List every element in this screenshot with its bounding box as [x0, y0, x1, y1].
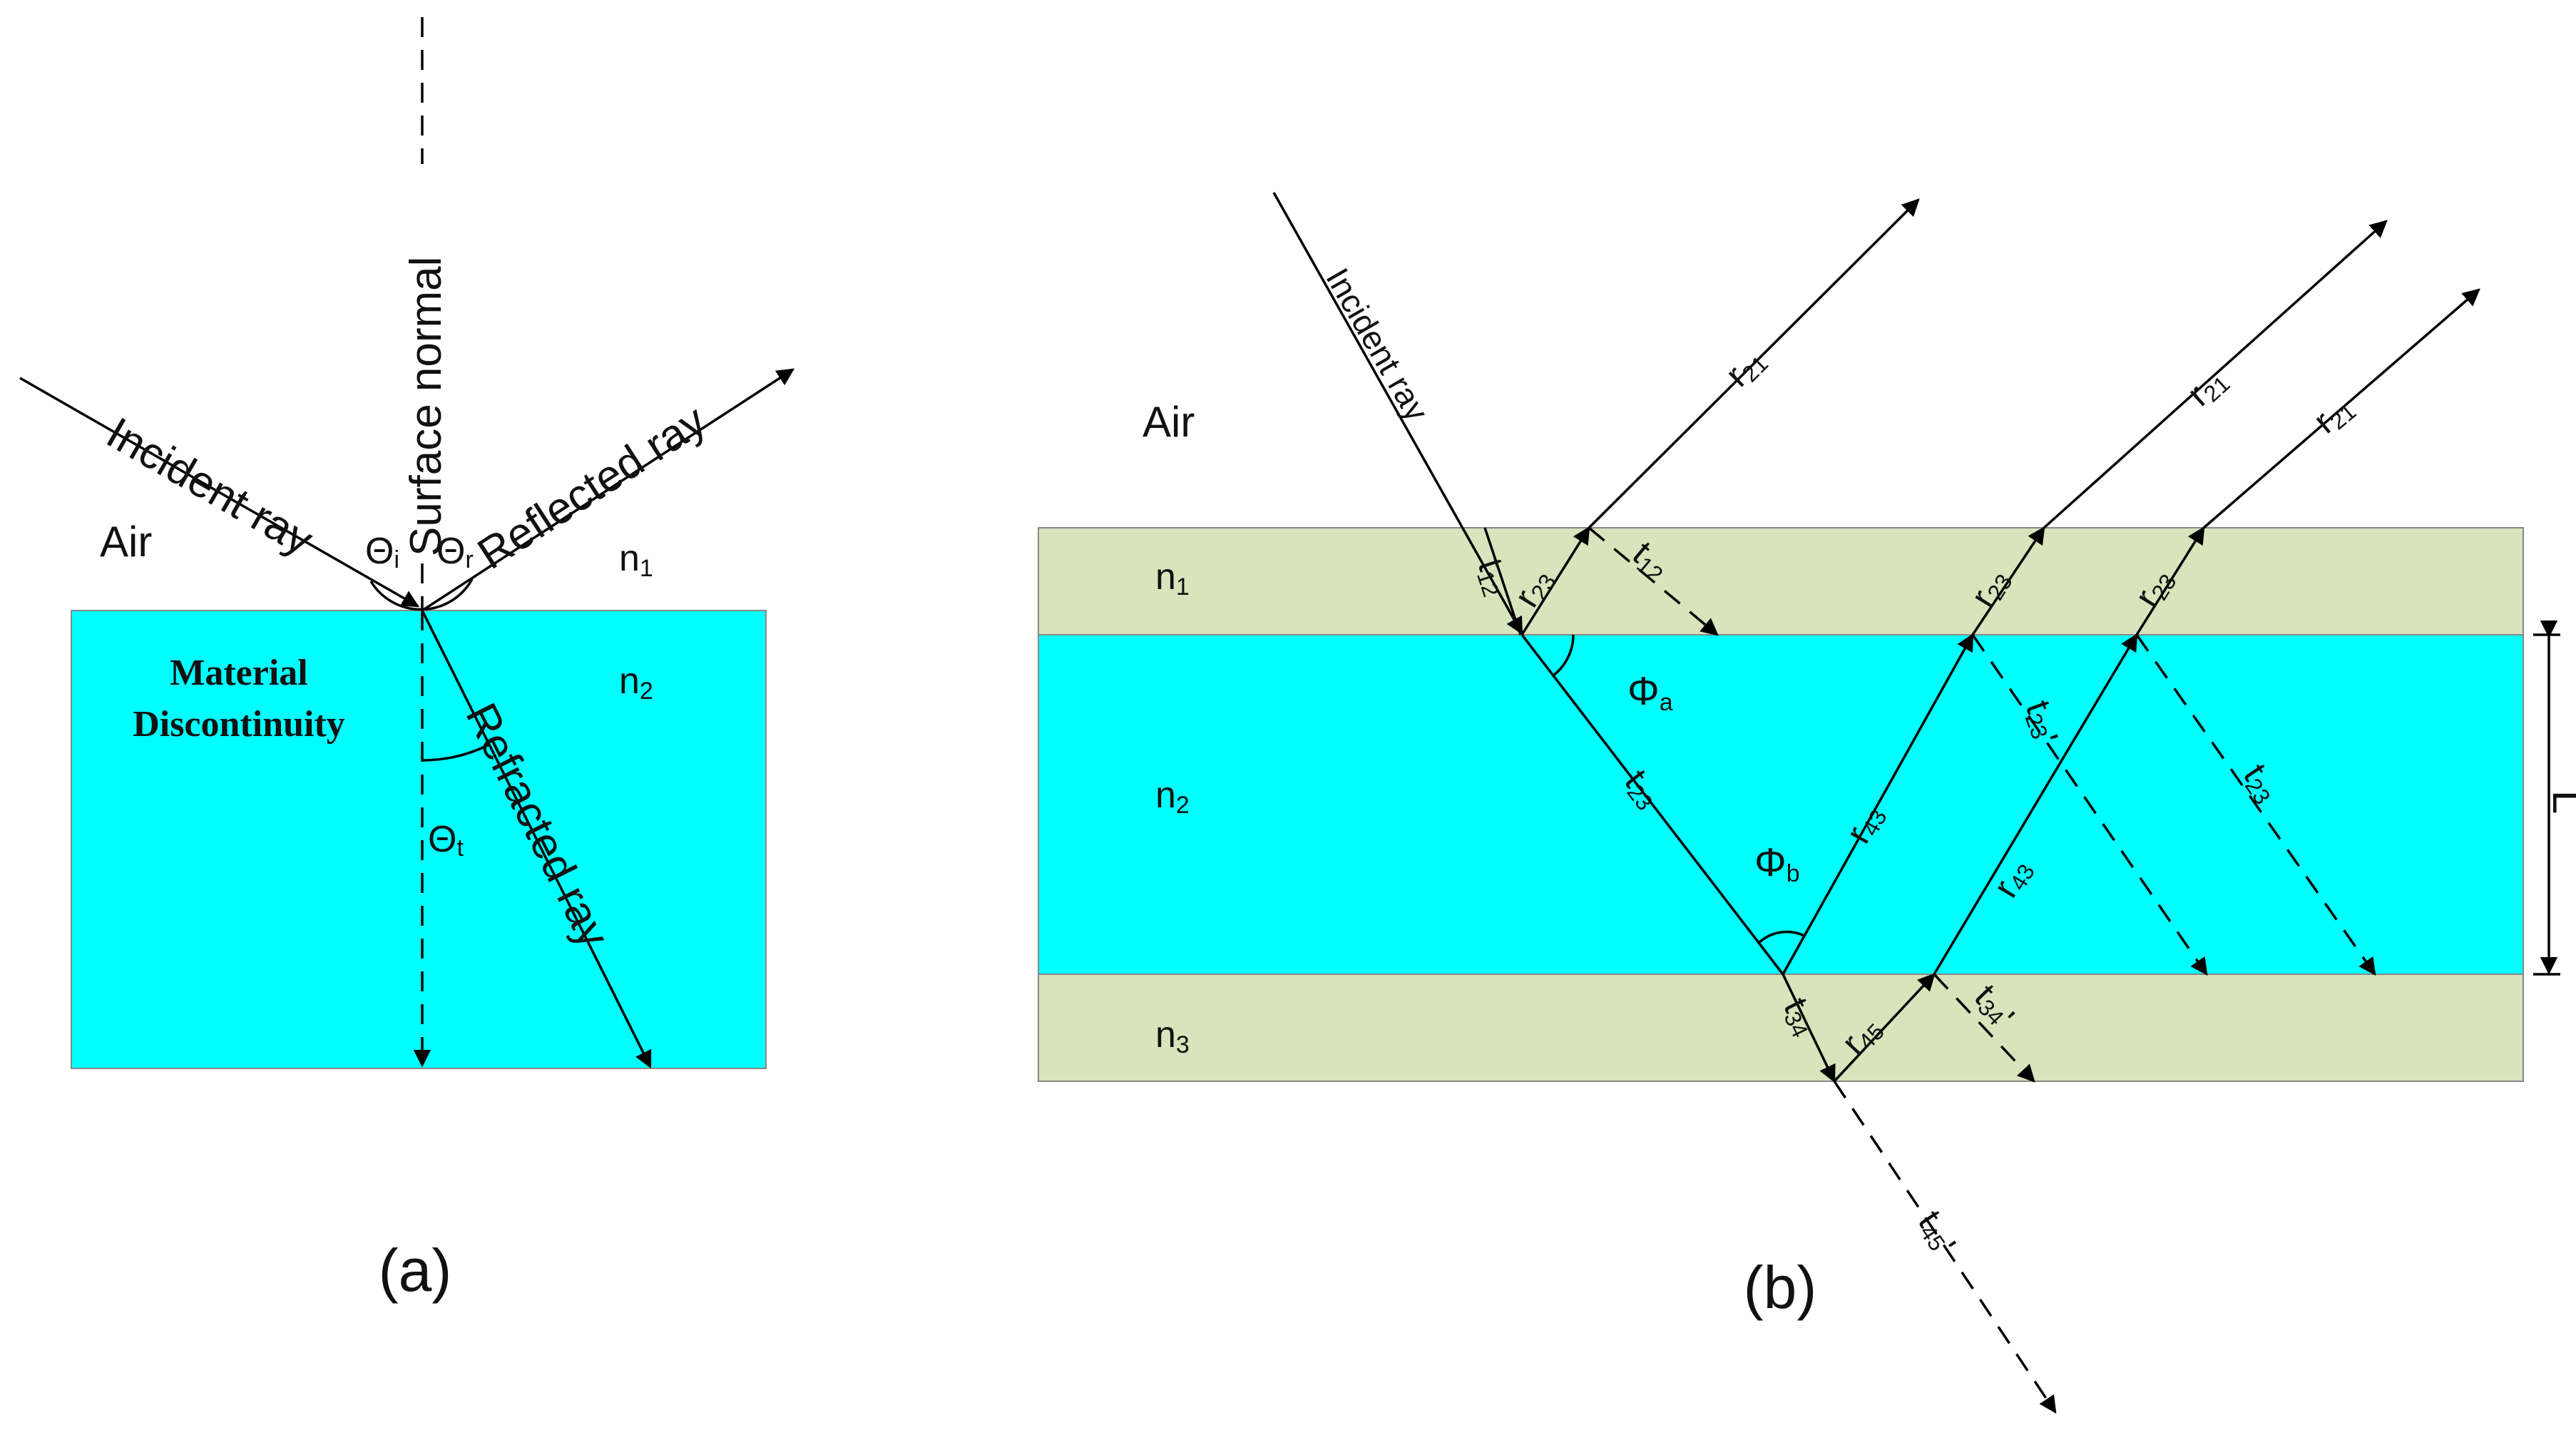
incident-ray-line-b [1272, 192, 1523, 635]
angle-arc-phi-b [1757, 930, 1805, 944]
theta-r-label: Θr [436, 531, 474, 573]
material-label-line2: Discontinuity [133, 704, 345, 745]
label-r21-first: r21 [1717, 339, 1773, 395]
reflected-ray-line-a [421, 368, 795, 612]
n2-label-b: n2 [1155, 775, 1190, 819]
label-t45: t45' [1907, 1203, 1967, 1263]
angle-arc-phi-a [1552, 634, 1575, 677]
n2-label-a: n2 [619, 660, 653, 705]
ray-r21-second [2043, 220, 2388, 529]
layer-n1 [1038, 527, 2524, 635]
ray-t12-segment [1483, 527, 1522, 635]
n1-label-a: n1 [619, 538, 653, 582]
dashed-t34-prime [1933, 973, 2035, 1083]
ray-r45 [1833, 973, 1936, 1083]
refracted-ray-line-a [421, 610, 652, 1069]
angle-arc-incident-reflected [369, 578, 474, 611]
incident-ray-label-b: Incident ray [1319, 262, 1436, 427]
caption-b: (b) [1744, 1254, 1817, 1321]
ray-r23-third [2135, 526, 2205, 635]
ray-r21-third [2202, 288, 2480, 529]
surface-normal-label: Surface normal [402, 257, 451, 556]
angle-arc-refracted [421, 743, 490, 762]
n3-label-b: n3 [1155, 1014, 1190, 1058]
ray-t23-segment [1520, 633, 1784, 976]
ray-r43-second [1933, 633, 2138, 975]
ray-r23-second [1971, 526, 2045, 635]
air-label-a: Air [100, 518, 152, 566]
panel-b: L Air n1 n2 n3 Incident ray Φa Φb [1038, 192, 2576, 1414]
n1-label-b: n1 [1155, 556, 1190, 601]
ray-r43-first [1782, 633, 1974, 975]
ray-t34-segment [1782, 974, 1836, 1083]
theta-t-label: Θt [428, 819, 464, 862]
incident-ray-line-a [19, 377, 420, 608]
caption-a: (a) [379, 1237, 452, 1304]
air-label-b: Air [1143, 398, 1195, 446]
panel-a: Surface normal Incident ray Reflected ra… [19, 17, 795, 1304]
material-label-line1: Material [170, 653, 307, 693]
phi-a-label: Φa [1627, 668, 1673, 716]
phi-b-label: Φb [1754, 839, 1800, 887]
dashed-t23 [2135, 633, 2376, 976]
material-block [71, 610, 767, 1069]
ray-r21-first [1588, 198, 1920, 529]
thickness-label: L [2544, 790, 2576, 814]
dashed-t12 [1588, 526, 1719, 636]
layer-n2 [1038, 634, 2524, 975]
ray-r23-first [1520, 526, 1590, 635]
dashed-t45 [1833, 1081, 2057, 1414]
theta-i-label: Θi [365, 531, 399, 573]
reflected-ray-label-a: Reflected ray [469, 396, 715, 579]
layer-n3 [1038, 974, 2524, 1082]
label-r21-second: r21 [2179, 359, 2235, 415]
dashed-t23-prime [1971, 634, 2208, 976]
